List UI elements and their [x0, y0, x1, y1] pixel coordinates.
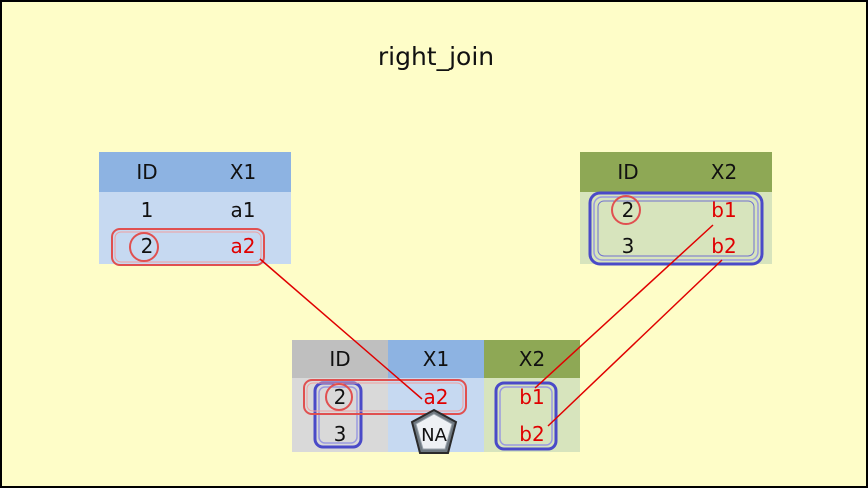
diagram-title: right_join — [377, 42, 495, 71]
connector-b1 — [534, 224, 714, 389]
result-header-x2: X2 — [484, 340, 580, 378]
result-row1-x1: a2 — [388, 378, 484, 415]
table-x-row1-x1: a1 — [195, 192, 291, 228]
table-x-row2-x1: a2 — [195, 228, 291, 264]
table-y-row1-x2: b1 — [676, 192, 772, 228]
result-x2-highlight — [494, 381, 558, 451]
table-y-header-x2: X2 — [676, 152, 772, 192]
connector-a2 — [259, 258, 423, 400]
x-key-circle — [129, 232, 159, 262]
x-row2-highlight — [111, 228, 265, 266]
result-row2-x1: NA — [421, 424, 447, 446]
table-x-header-x1: X1 — [195, 152, 291, 192]
table-x-header-id: ID — [99, 152, 195, 192]
result-header-id: ID — [292, 340, 388, 378]
table-y-header-id: ID — [580, 152, 676, 192]
result-header-x1: X1 — [388, 340, 484, 378]
table-x-row1-id: 1 — [99, 192, 195, 228]
y-key-circle — [611, 195, 641, 225]
table-y-row1-id: 2 — [580, 192, 676, 228]
connector-b2 — [547, 259, 723, 427]
y-rows-highlight — [588, 191, 764, 266]
result-key-circle — [325, 383, 353, 411]
result-row1-highlight — [303, 379, 467, 415]
